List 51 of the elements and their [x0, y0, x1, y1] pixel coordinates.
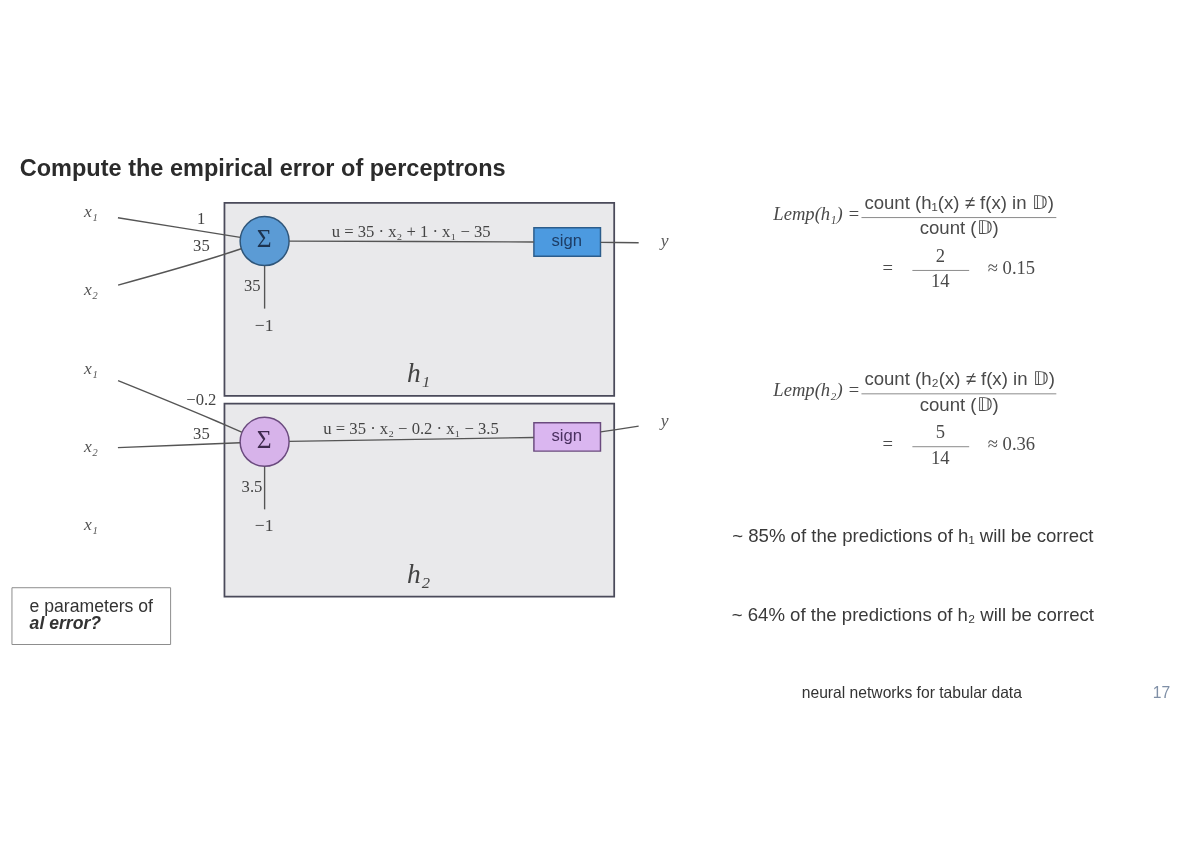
- connector: [117, 379, 243, 433]
- label: count (𝔻): [919, 393, 999, 415]
- node-box: sign: [533, 421, 602, 452]
- node-text: x₂: [83, 435, 98, 456]
- label: 17: [1152, 683, 1171, 701]
- node-text: y: [660, 409, 669, 430]
- connector: [117, 441, 241, 448]
- edge-label: 35: [193, 423, 210, 443]
- node-circle: Σ: [239, 416, 290, 467]
- connector: [288, 239, 535, 243]
- label: Lemp(h₂) =: [773, 378, 860, 400]
- label: 14: [930, 269, 950, 291]
- connector: [263, 264, 266, 309]
- edge-label: u = 35 · x₂ + 1 · x₁ − 35: [331, 221, 491, 241]
- node-box: sign: [533, 226, 602, 257]
- label: ~ 64% of the predictions of h₂ will be correct: [731, 603, 1094, 625]
- edge-label: −0.2: [186, 389, 217, 409]
- label: 5: [935, 420, 946, 442]
- edge-label: 35: [244, 275, 261, 295]
- connector: [117, 247, 242, 286]
- label: 2: [935, 244, 946, 266]
- node-text: x₁: [83, 200, 98, 221]
- node-text: −1: [254, 514, 274, 535]
- node-text: −1: [254, 314, 274, 335]
- label: neural networks for tabular data: [801, 683, 1022, 701]
- edge-label: 1: [197, 208, 206, 228]
- node-text: y: [660, 229, 669, 250]
- connector: [117, 216, 241, 238]
- label: ≈ 0.15: [987, 256, 1036, 278]
- node-circle: Σ: [239, 215, 290, 266]
- label: count (𝔻): [919, 216, 999, 238]
- edge-label: 35: [193, 235, 210, 255]
- edge-label: u = 35 · x₂ − 0.2 · x₁ − 3.5: [323, 418, 499, 438]
- label: ~ 85% of the predictions of h₁ will be correct: [732, 524, 1094, 546]
- connector: [263, 465, 266, 510]
- node-box: e parameters of al error?: [11, 586, 172, 645]
- label: count (h₂(x) ≠ f(x) in 𝔻): [864, 367, 1055, 389]
- label: =: [882, 256, 894, 278]
- node-text: x₁: [83, 357, 98, 378]
- label: 14: [930, 446, 950, 468]
- connector: [600, 241, 640, 243]
- label: Lemp(h₁) =: [773, 202, 860, 224]
- edge-label: 3.5: [241, 476, 263, 496]
- node-text: x₂: [83, 278, 98, 299]
- connector: [600, 424, 640, 433]
- connector: [288, 436, 535, 442]
- label: ≈ 0.36: [987, 432, 1036, 454]
- label: count (h₁(x) ≠ f(x) in 𝔻): [864, 191, 1054, 213]
- label: x₁: [83, 513, 98, 534]
- label: =: [882, 432, 894, 454]
- diagram-title: Compute the empirical error of perceptrons: [19, 154, 506, 181]
